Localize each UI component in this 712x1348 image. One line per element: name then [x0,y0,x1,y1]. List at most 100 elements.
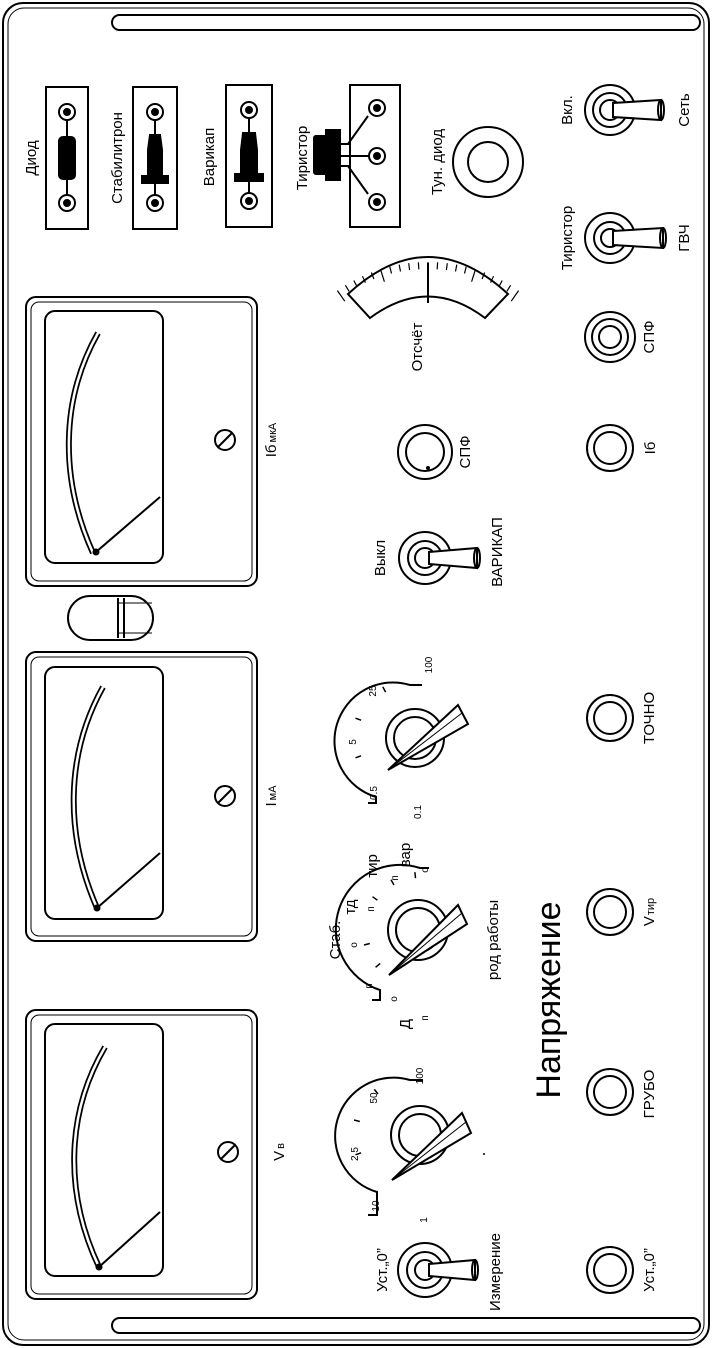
reading-tick [510,290,520,302]
fine-knob[interactable] [586,694,634,742]
voltage-dot [483,1153,485,1155]
mode-d-label: Д [397,1019,414,1029]
knob-tick [353,1119,360,1123]
v-zero-screw[interactable] [217,1141,239,1163]
current-tick-5: 5 [348,739,359,745]
ib-label: Iб [642,442,659,455]
ib-meter-label: IбмкА [263,422,280,457]
reading-tick [481,272,486,280]
gvch-label: ГВЧ [676,224,693,251]
knob-tick [382,686,387,693]
zero-toggle-label: Уст.„0” [374,1248,391,1292]
mode-knob[interactable] [334,863,469,1001]
current-range-knob[interactable] [333,681,470,804]
off-label: Выкл [372,540,389,576]
fine-label: ТОЧНО [641,692,658,744]
voltage-tick-2.5: 2.5 [350,1147,361,1161]
mode-ticks [363,872,417,968]
i-meter-label: IмА [263,785,280,807]
i-meter [25,651,258,942]
mode-tir-label: тир [364,854,381,878]
thyristor-label: Тиристор [294,126,311,191]
varicap-socket[interactable] [225,84,273,228]
reading-scale-ticks [336,262,520,302]
voltage-tick-100: 100 [415,1067,426,1084]
varicap-toggle[interactable] [398,531,481,585]
thyristor-socket[interactable] [313,84,401,228]
measure-label: Измерение [487,1233,504,1311]
reading-tick [454,264,458,272]
coarse-label: ГРУБО [641,1070,658,1119]
voltage-range-knob[interactable] [334,1076,473,1216]
mode-td-label: тд [342,899,359,914]
reading-tick [463,266,467,274]
current-tick-100: 100 [424,656,435,673]
mode-mark-o3: о [389,996,400,1002]
stabilitron-socket[interactable] [132,86,178,230]
v-meter [25,1009,258,1300]
current-tick-0.5: 0.5 [369,786,380,800]
spf-right-socket[interactable] [584,311,636,363]
top-handle[interactable] [111,14,701,31]
reading-tick [471,269,477,282]
zero-set-toggle[interactable] [397,1242,479,1298]
bottom-handle[interactable] [111,1317,701,1334]
zero-knob-label: Уст.„0” [641,1248,658,1292]
reading-tick [379,269,385,282]
diode-label: Диод [23,140,40,176]
mode-mark-o1: о [349,942,360,948]
current-range-ticks [355,686,387,759]
reading-tick [370,272,375,280]
reading-tick [353,280,358,287]
i-zero-screw[interactable] [214,785,236,807]
knob-tick [355,755,362,759]
voltage-tick-10: 10 [371,1200,382,1212]
reading-tick [398,264,402,272]
indicator-lamp [67,595,154,641]
tunnel-diode-label: Тун. диод [429,129,446,196]
spf-center-label: СПФ [457,435,474,468]
knob-tick [414,872,417,879]
current-tick-0.1: 0.1 [413,805,424,819]
voltage-title: Напряжение [530,901,568,1098]
mode-mark-o2: о [420,867,431,873]
power-on-label: Вкл. [559,95,576,125]
reading-tick [389,266,393,274]
reading-tick [408,263,411,271]
panel-inner-frame [7,7,705,1341]
reading-tick [506,284,512,292]
voltage-range-ticks [353,1088,379,1156]
diode-socket[interactable] [45,86,89,230]
varicap-label: Варикап [201,128,218,186]
mode-mark-p3: п [364,983,375,988]
reading-label: Отсчёт [409,323,426,372]
reading-tick [445,263,448,271]
power-toggle[interactable] [584,84,665,136]
v-meter-label: Vв [271,1143,288,1161]
knob-tick [355,717,362,721]
vtir-socket[interactable] [586,888,634,936]
voltage-tick-50: 50 [369,1092,380,1104]
mode-mark-p4: п [420,1015,431,1020]
stabilitron-label: Стабилитрон [109,112,126,204]
spf-center-socket[interactable] [397,424,453,480]
reading-scale [336,256,520,320]
spf-right-label: СПФ [641,320,658,353]
mode-mark-p1: п [366,906,377,911]
ib-meter [25,296,258,587]
knob-tick [355,1152,362,1156]
ib-zero-screw[interactable] [214,429,236,451]
thyristor-gvch-toggle[interactable] [584,212,667,264]
knob-tick [372,896,378,901]
coarse-knob[interactable] [586,1068,634,1116]
mode-stab-label: Стаб. [327,921,344,960]
tunnel-diode-socket[interactable] [452,126,524,198]
zero-set-knob[interactable] [586,1246,634,1294]
mode-title: род работы [485,900,502,980]
reading-tick [361,275,366,283]
varicap-switch-label: ВАРИКАП [489,517,506,587]
mode-var-label: вар [397,843,414,868]
ib-socket[interactable] [586,424,634,472]
